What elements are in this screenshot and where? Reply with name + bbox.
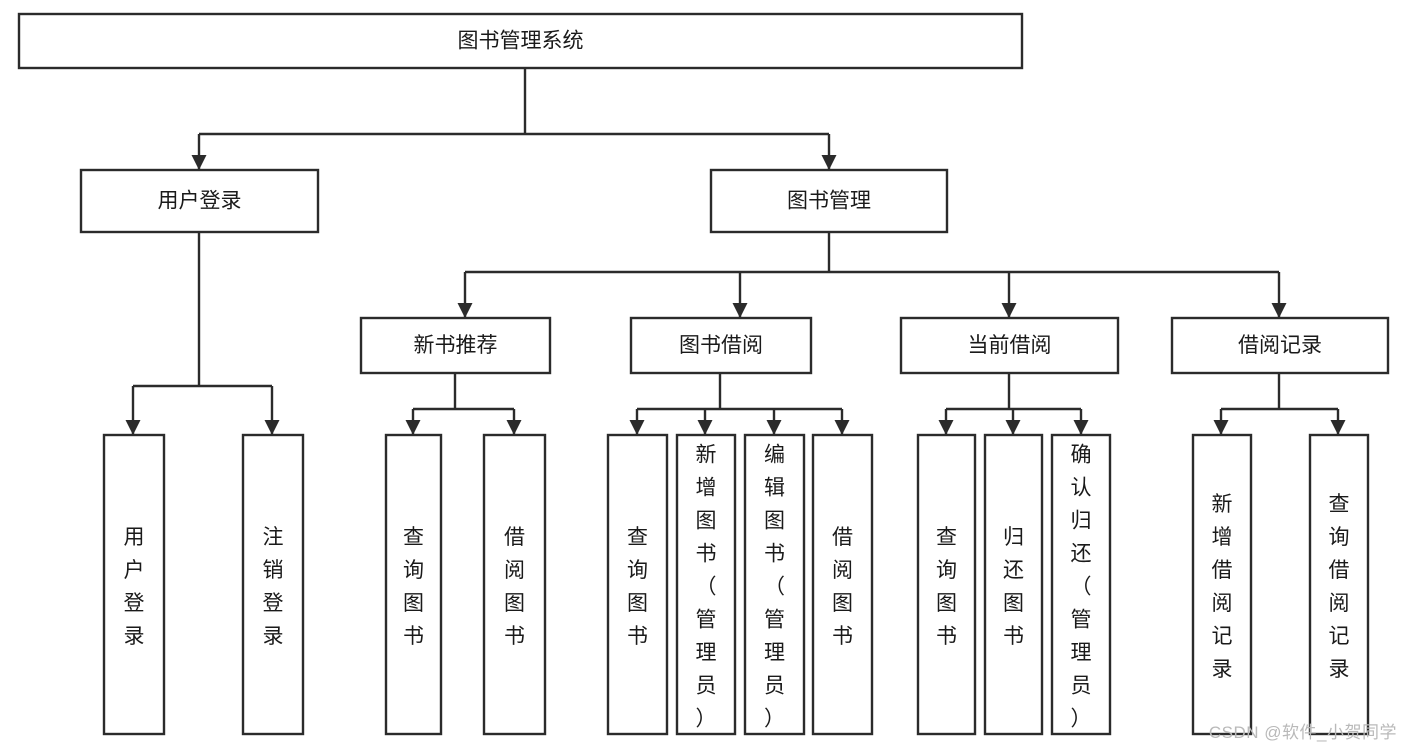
node-box-borrow-record[interactable] bbox=[1170, 316, 1390, 375]
node-leaf-user-logout[interactable]: 注销登录 bbox=[241, 433, 305, 736]
node-label-book-manage: 图书管理 bbox=[787, 190, 871, 213]
node-label-borrow-record: 借阅记录 bbox=[1238, 334, 1322, 357]
node-label-leaf-user-logout: 注销登录 bbox=[263, 526, 284, 648]
arrow-head-icon-userlogin-0 bbox=[125, 420, 141, 435]
node-label-leaf-return-book: 归还图书 bbox=[1003, 526, 1024, 648]
node-box-leaf-add-book[interactable] bbox=[675, 433, 737, 736]
node-box-root[interactable] bbox=[17, 12, 1024, 70]
node-box-leaf-query-book-2[interactable] bbox=[606, 433, 669, 736]
node-leaf-query-book-3[interactable]: 查询图书 bbox=[916, 433, 977, 736]
node-leaf-query-book-2[interactable]: 查询图书 bbox=[606, 433, 669, 736]
node-label-leaf-user-login: 用户登录 bbox=[124, 526, 145, 648]
node-label-leaf-query-book-2: 查询图书 bbox=[627, 526, 648, 648]
arrow-head-icon-bookmanage-2 bbox=[1001, 303, 1017, 318]
node-leaf-edit-book[interactable]: 编辑图书（管理员） bbox=[743, 433, 806, 736]
arrow-head-icon-recommend-0 bbox=[405, 420, 421, 435]
node-box-leaf-confirm-return[interactable] bbox=[1050, 433, 1112, 736]
node-label-leaf-borrow-book-1: 借阅图书 bbox=[504, 526, 525, 648]
connector-lines bbox=[125, 68, 1346, 435]
node-box-leaf-user-logout[interactable] bbox=[241, 433, 305, 736]
node-box-leaf-user-login[interactable] bbox=[102, 433, 166, 736]
arrow-head-icon-root-0 bbox=[191, 155, 207, 170]
node-box-leaf-return-book[interactable] bbox=[983, 433, 1044, 736]
arrow-head-icon-borrow-1 bbox=[697, 420, 713, 435]
node-box-leaf-query-book-3[interactable] bbox=[916, 433, 977, 736]
node-label-current-borrow: 当前借阅 bbox=[968, 334, 1052, 357]
node-label-leaf-query-record: 查询借阅记录 bbox=[1329, 493, 1350, 681]
node-label-root: 图书管理系统 bbox=[458, 30, 584, 53]
node-leaf-borrow-book-1[interactable]: 借阅图书 bbox=[482, 433, 547, 736]
node-label-leaf-query-book-1: 查询图书 bbox=[403, 526, 424, 648]
node-label-new-book-recommend: 新书推荐 bbox=[414, 334, 498, 357]
node-leaf-add-record[interactable]: 新增借阅记录 bbox=[1191, 433, 1253, 736]
node-box-user-login[interactable] bbox=[79, 168, 320, 234]
node-box-leaf-add-record[interactable] bbox=[1191, 433, 1253, 736]
arrow-head-icon-bookmanage-0 bbox=[457, 303, 473, 318]
node-label-leaf-query-book-3: 查询图书 bbox=[936, 526, 957, 648]
node-box-leaf-query-record[interactable] bbox=[1308, 433, 1370, 736]
node-leaf-borrow-book-2[interactable]: 借阅图书 bbox=[811, 433, 874, 736]
arrow-head-icon-current-0 bbox=[938, 420, 954, 435]
node-label-leaf-add-book: 新增图书（管理员） bbox=[696, 444, 717, 731]
node-current-borrow[interactable]: 当前借阅 bbox=[899, 316, 1120, 375]
node-box-new-book-recommend[interactable] bbox=[359, 316, 552, 375]
node-leaf-query-record[interactable]: 查询借阅记录 bbox=[1308, 433, 1370, 736]
arrow-head-icon-record-0 bbox=[1213, 420, 1229, 435]
node-root[interactable]: 图书管理系统 bbox=[17, 12, 1024, 70]
node-box-leaf-edit-book[interactable] bbox=[743, 433, 806, 736]
node-label-leaf-edit-book: 编辑图书（管理员） bbox=[764, 444, 785, 731]
arrow-head-icon-borrow-2 bbox=[766, 420, 782, 435]
node-box-leaf-borrow-book-2[interactable] bbox=[811, 433, 874, 736]
node-label-leaf-borrow-book-2: 借阅图书 bbox=[832, 526, 853, 648]
node-new-book-recommend[interactable]: 新书推荐 bbox=[359, 316, 552, 375]
node-boxes: 图书管理系统用户登录图书管理新书推荐图书借阅当前借阅借阅记录用户登录注销登录查询… bbox=[17, 12, 1390, 736]
node-borrow-record[interactable]: 借阅记录 bbox=[1170, 316, 1390, 375]
node-book-manage[interactable]: 图书管理 bbox=[709, 168, 949, 234]
arrow-head-icon-record-1 bbox=[1330, 420, 1346, 435]
node-leaf-add-book[interactable]: 新增图书（管理员） bbox=[675, 433, 737, 736]
arrow-head-icon-userlogin-1 bbox=[264, 420, 280, 435]
node-label-book-borrow: 图书借阅 bbox=[679, 334, 763, 357]
arrow-head-icon-recommend-1 bbox=[506, 420, 522, 435]
node-leaf-confirm-return[interactable]: 确认归还（管理员） bbox=[1050, 433, 1112, 736]
arrow-head-icon-bookmanage-1 bbox=[732, 303, 748, 318]
node-box-leaf-borrow-book-1[interactable] bbox=[482, 433, 547, 736]
node-box-book-manage[interactable] bbox=[709, 168, 949, 234]
node-box-current-borrow[interactable] bbox=[899, 316, 1120, 375]
arrow-head-icon-borrow-3 bbox=[834, 420, 850, 435]
arrow-head-icon-root-1 bbox=[821, 155, 837, 170]
node-label-leaf-add-record: 新增借阅记录 bbox=[1212, 493, 1233, 681]
arrow-head-icon-bookmanage-3 bbox=[1271, 303, 1287, 318]
arrow-head-icon-current-2 bbox=[1073, 420, 1089, 435]
node-leaf-user-login[interactable]: 用户登录 bbox=[102, 433, 166, 736]
node-box-leaf-query-book-1[interactable] bbox=[384, 433, 443, 736]
node-label-user-login: 用户登录 bbox=[158, 190, 242, 213]
node-label-leaf-confirm-return: 确认归还（管理员） bbox=[1071, 444, 1092, 731]
node-book-borrow[interactable]: 图书借阅 bbox=[629, 316, 813, 375]
node-box-book-borrow[interactable] bbox=[629, 316, 813, 375]
csdn-watermark: CSDN @软件_小贺同学 bbox=[1208, 723, 1397, 742]
node-user-login[interactable]: 用户登录 bbox=[79, 168, 320, 234]
arrow-head-icon-current-1 bbox=[1005, 420, 1021, 435]
node-leaf-return-book[interactable]: 归还图书 bbox=[983, 433, 1044, 736]
node-leaf-query-book-1[interactable]: 查询图书 bbox=[384, 433, 443, 736]
arrow-head-icon-borrow-0 bbox=[629, 420, 645, 435]
